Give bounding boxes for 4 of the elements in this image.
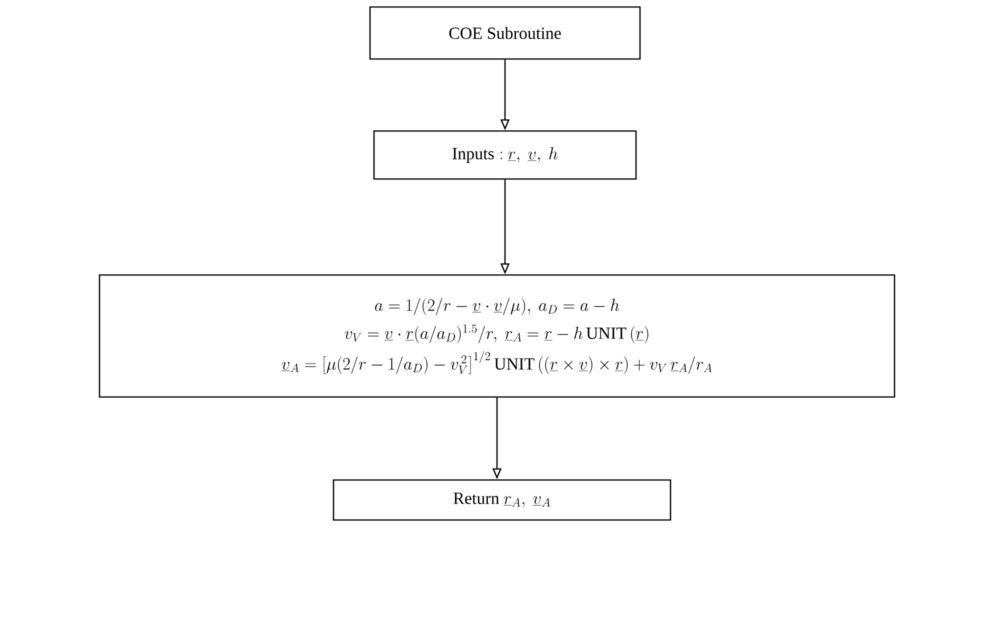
process-box: COE Subroutine (369, 6, 641, 60)
process-box: $\mathrm{Return}\ \underline{r}_A,\ \underline{v}_A$ (332, 479, 672, 521)
process-box: $\mathrm{Inputs:}\ \underline{r},\ \underline{v},\ h$ (373, 130, 637, 180)
formula-box: $a = 1/(2/r - \underline{v}\cdot\underline{v}/\mu),\ a_D = a - h$ $v_V = \underline{v}\cdot\underline{r}(a/a_D)^{1.5}/r,\ \underline{r}_A = \underline{r} - h\,\mathrm{UNIT}\,(\underline{r})$ $\underline{v}_A = \left[\mu(2/r - 1/a_D) - v_V^{\,2}\right]^{1/2}\mathrm{UNIT}\,((\underline{r}\times\underline{v})\times\underline{r}) + v_V\,\underline{r}_A/r_A$ (98, 274, 896, 398)
